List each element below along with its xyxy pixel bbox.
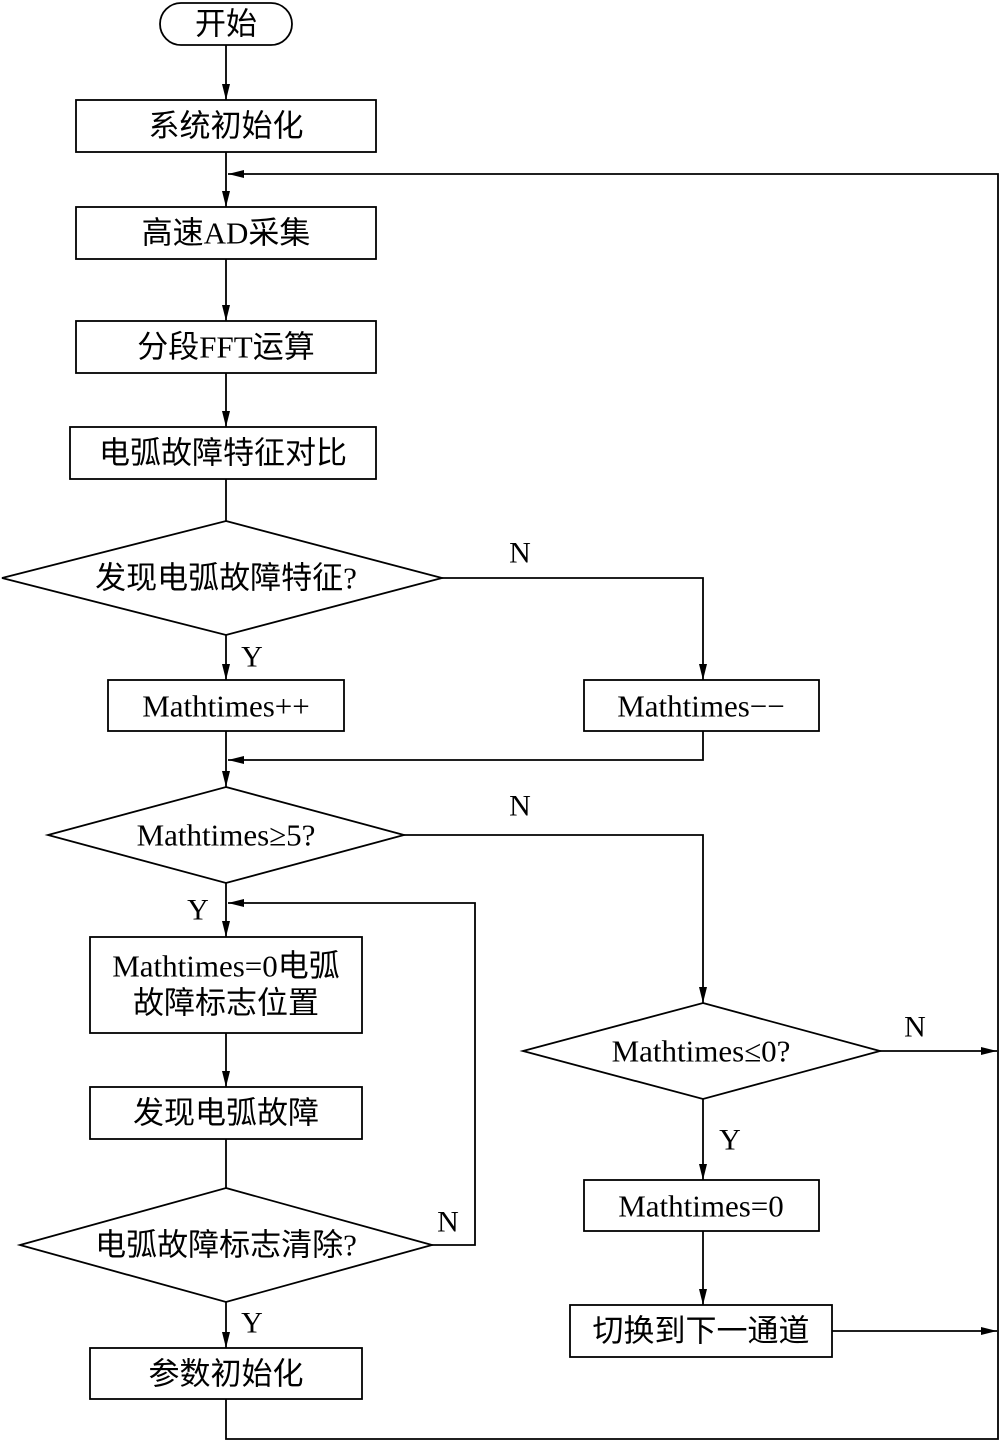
switch-channel-label: 切换到下一通道 [593, 1314, 810, 1349]
decrement-box [583, 679, 820, 732]
detect-yes-label: Y [241, 641, 263, 674]
fft-label: 分段FFT运算 [137, 330, 314, 365]
compare-box [69, 426, 377, 480]
le0-no-label: N [904, 1011, 926, 1044]
ge5-yes-label: Y [187, 894, 209, 927]
clear-no-label: N [437, 1206, 459, 1239]
init-label: 系统初始化 [149, 109, 304, 144]
set-flag-label-line1: Mathtimes=0电弧 [112, 949, 340, 984]
clear-yes-label: Y [241, 1307, 263, 1340]
arrow-clear-no-loop [228, 899, 476, 1246]
set-flag-label-line2: 故障标志位置 [133, 986, 319, 1021]
detect-decision-label: 发现电弧故障特征? [95, 561, 357, 596]
arrow-decrement-merge [228, 731, 704, 764]
start-label: 开始 [195, 7, 257, 42]
clear-decision-label: 电弧故障标志清除? [95, 1228, 357, 1263]
le0-decision-label: Mathtimes≤0? [612, 1034, 791, 1069]
arrow-detect-no [442, 577, 707, 680]
found-label: 发现电弧故障 [133, 1096, 319, 1131]
decrement-label: Mathtimes−− [617, 689, 785, 724]
ge5-decision-label: Mathtimes≥5? [137, 818, 316, 853]
sample-box [75, 206, 377, 260]
loop-return-line [225, 170, 999, 1440]
param-init-label: 参数初始化 [149, 1357, 304, 1392]
le0-yes-label: Y [719, 1124, 741, 1157]
compare-label: 电弧故障特征对比 [99, 436, 347, 471]
increment-label: Mathtimes++ [142, 689, 310, 724]
detect-no-label: N [509, 537, 531, 570]
param-init-box [89, 1347, 363, 1400]
arrow-ge5-no [404, 834, 707, 1003]
sample-label: 高速AD采集 [142, 216, 311, 251]
init-box [75, 99, 377, 153]
ge5-no-label: N [509, 790, 531, 823]
reset-label: Mathtimes=0 [618, 1189, 784, 1224]
switch-channel-box [569, 1304, 833, 1358]
fft-box [75, 320, 377, 374]
reset-box [583, 1179, 820, 1232]
